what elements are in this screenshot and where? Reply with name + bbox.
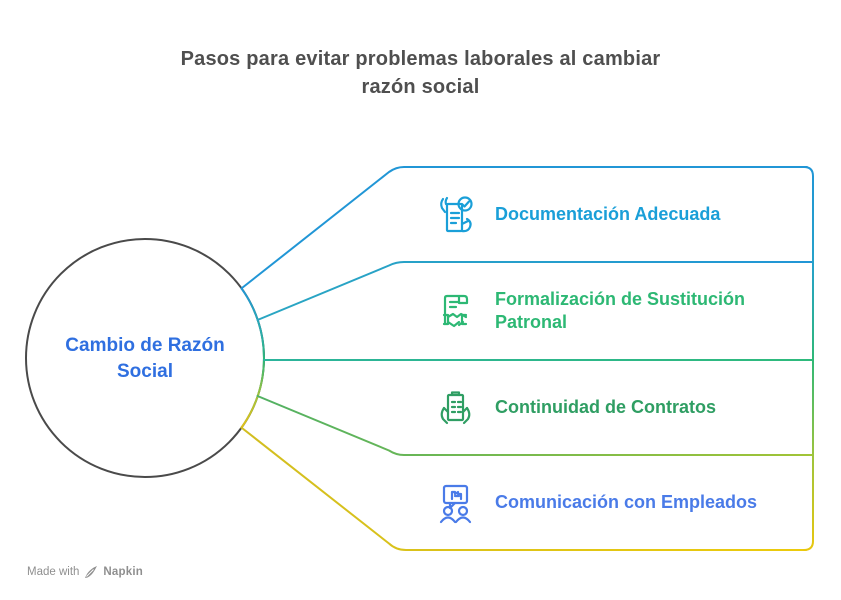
napkin-logo-icon [85,566,98,578]
center-node-label: Cambio de Razón Social [45,333,245,385]
step-row-documentacion: Documentación Adecuada [397,167,813,262]
napkin-watermark: Made with Napkin [27,565,143,579]
center-label-line-1: Cambio de Razón [65,335,225,356]
circle-gradient-arc [240,287,265,429]
step-row-continuidad: Continuidad de Contratos [397,360,813,455]
step-label: Continuidad de Contratos [495,397,716,417]
speech-bubble-people-icon [431,479,479,527]
step-label-line-2: Patronal [495,312,568,332]
watermark-prefix: Made with [27,566,80,578]
connector-line-4 [256,395,814,456]
connector-line-5 [240,426,807,551]
boxes-right-edge [803,166,814,551]
step-label: Documentación Adecuada [495,204,721,224]
document-check-hands-icon [431,191,479,239]
center-label-line-2: Social [117,361,173,382]
step-label-line-1: Formalización de Sustitución [495,289,746,309]
title-line-1: Pasos para evitar problemas laborales al… [180,48,661,70]
scroll-handshake-icon [431,287,479,335]
step-row-formalizacion: Formalización de Sustitución Patronal [397,262,813,360]
step-row-comunicacion: Comunicación con Empleados [397,455,813,550]
watermark-brand: Napkin [103,566,143,578]
connector-line-1 [240,166,808,290]
title-line-2: razón social [361,76,480,98]
step-label: Formalización de Sustitución Patronal [495,288,745,334]
hands-holding-contract-icon [431,384,479,432]
connector-line-2 [256,261,814,321]
page-title: Pasos para evitar problemas laborales al… [0,45,841,101]
step-label: Comunicación con Empleados [495,492,758,512]
